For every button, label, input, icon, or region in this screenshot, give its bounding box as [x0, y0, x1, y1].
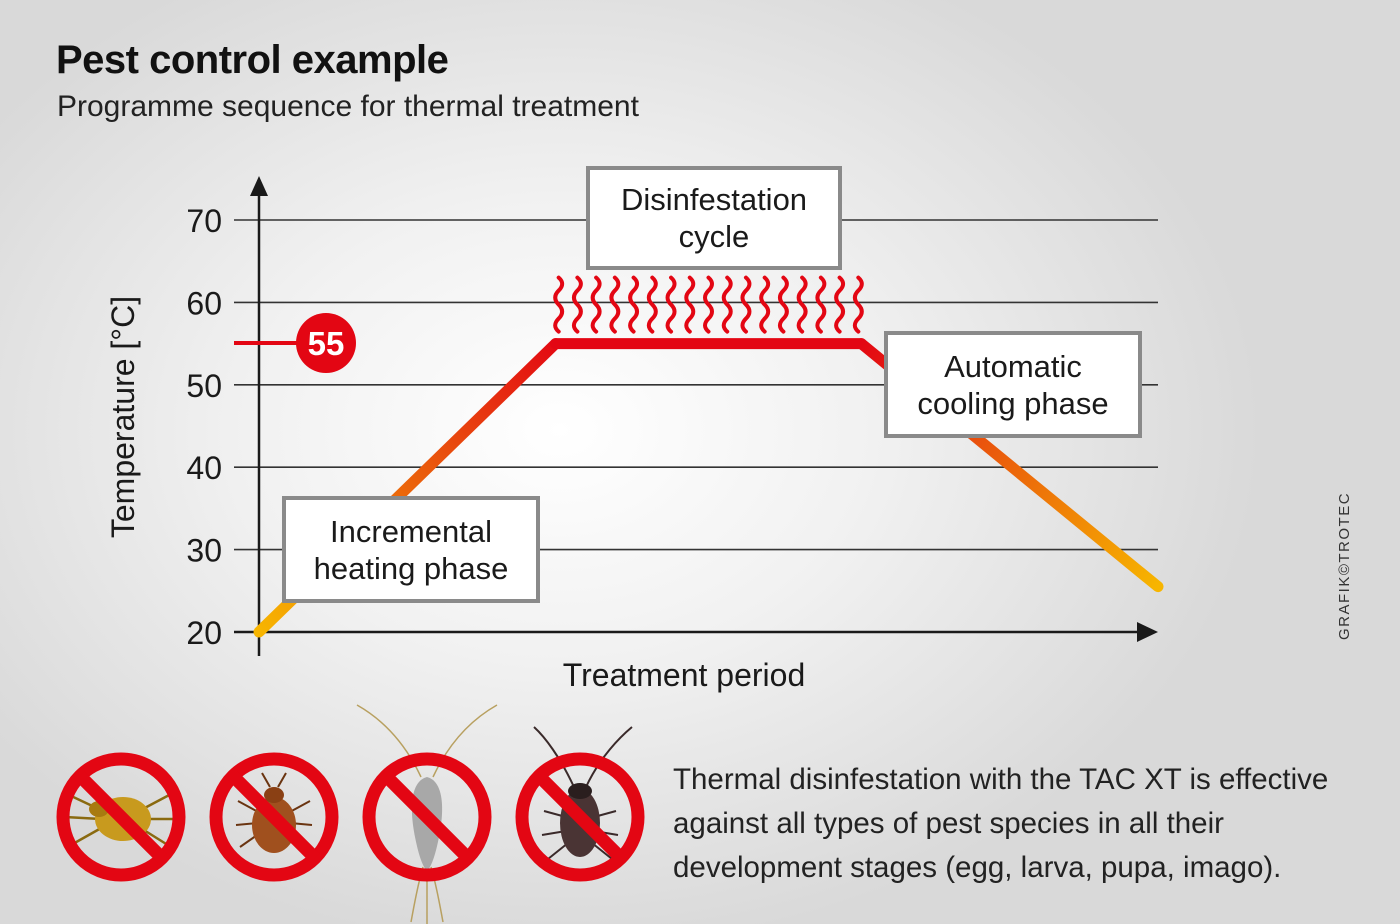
heat-wave-icon — [590, 275, 602, 334]
heat-wave-icon — [777, 275, 789, 334]
y-tick-labels: 20 30 40 50 60 70 — [186, 203, 222, 651]
y-tick-label: 70 — [186, 203, 222, 239]
y-axis-arrow-icon — [250, 176, 268, 196]
bed-bug-icon — [209, 752, 339, 882]
heat-wave-icon — [684, 275, 696, 334]
phase-label-line: Incremental — [330, 513, 492, 549]
heat-wave-icon — [759, 275, 771, 334]
graphic-credit: GRAFIK©TROTEC — [1336, 491, 1353, 640]
heat-wave-icon — [665, 275, 677, 334]
phase-label-line: cooling phase — [917, 385, 1109, 421]
marker-badge — [296, 313, 356, 373]
pest-icons — [56, 704, 645, 924]
x-axis-label: Treatment period — [563, 657, 805, 693]
y-axis-label: Temperature [°C] — [105, 296, 141, 538]
heat-wave-icon — [703, 275, 714, 334]
heat-wave-icon — [815, 275, 827, 334]
heat-wave-icon — [796, 275, 808, 334]
heat-waves — [553, 275, 864, 334]
phase-label-line: cycle — [678, 219, 750, 254]
dust-mite-icon — [56, 752, 186, 882]
y-tick-label: 30 — [186, 533, 222, 569]
footnote-text: Thermal disinfestation with the TAC XT i… — [673, 763, 1329, 884]
heat-wave-icon — [609, 275, 621, 334]
marker-value: 55 — [308, 325, 345, 362]
y-tick-label: 40 — [186, 450, 222, 486]
y-tick-label: 60 — [186, 285, 222, 321]
x-axis-arrow-icon — [1137, 622, 1158, 642]
y-tick-label: 50 — [186, 368, 222, 404]
temperature-marker: 55 — [234, 313, 356, 373]
heat-wave-icon — [628, 275, 640, 334]
phase-label-cooling: Automatic cooling phase — [884, 331, 1142, 438]
axes — [234, 176, 1158, 656]
phase-label-line: Disinfestation — [620, 182, 808, 217]
phase-label-disinfestation: Disinfestation cycle — [586, 166, 842, 270]
heat-wave-icon — [852, 275, 864, 334]
heat-wave-icon — [646, 275, 658, 334]
phase-label-heating: Incremental heating phase — [282, 496, 540, 603]
cockroach-icon — [515, 726, 645, 882]
heat-wave-icon — [553, 275, 565, 334]
page-title: Pest control example — [56, 38, 449, 82]
phase-label-line: Automatic — [944, 348, 1082, 384]
phase-label-line: heating phase — [313, 550, 509, 586]
heat-wave-icon — [721, 275, 733, 334]
heat-wave-icon — [834, 275, 846, 334]
heat-wave-icon — [740, 275, 752, 334]
heat-wave-icon — [571, 275, 583, 334]
y-tick-label: 20 — [186, 615, 222, 651]
page-subtitle: Programme sequence for thermal treatment — [57, 90, 639, 123]
silverfish-icon — [356, 704, 498, 924]
